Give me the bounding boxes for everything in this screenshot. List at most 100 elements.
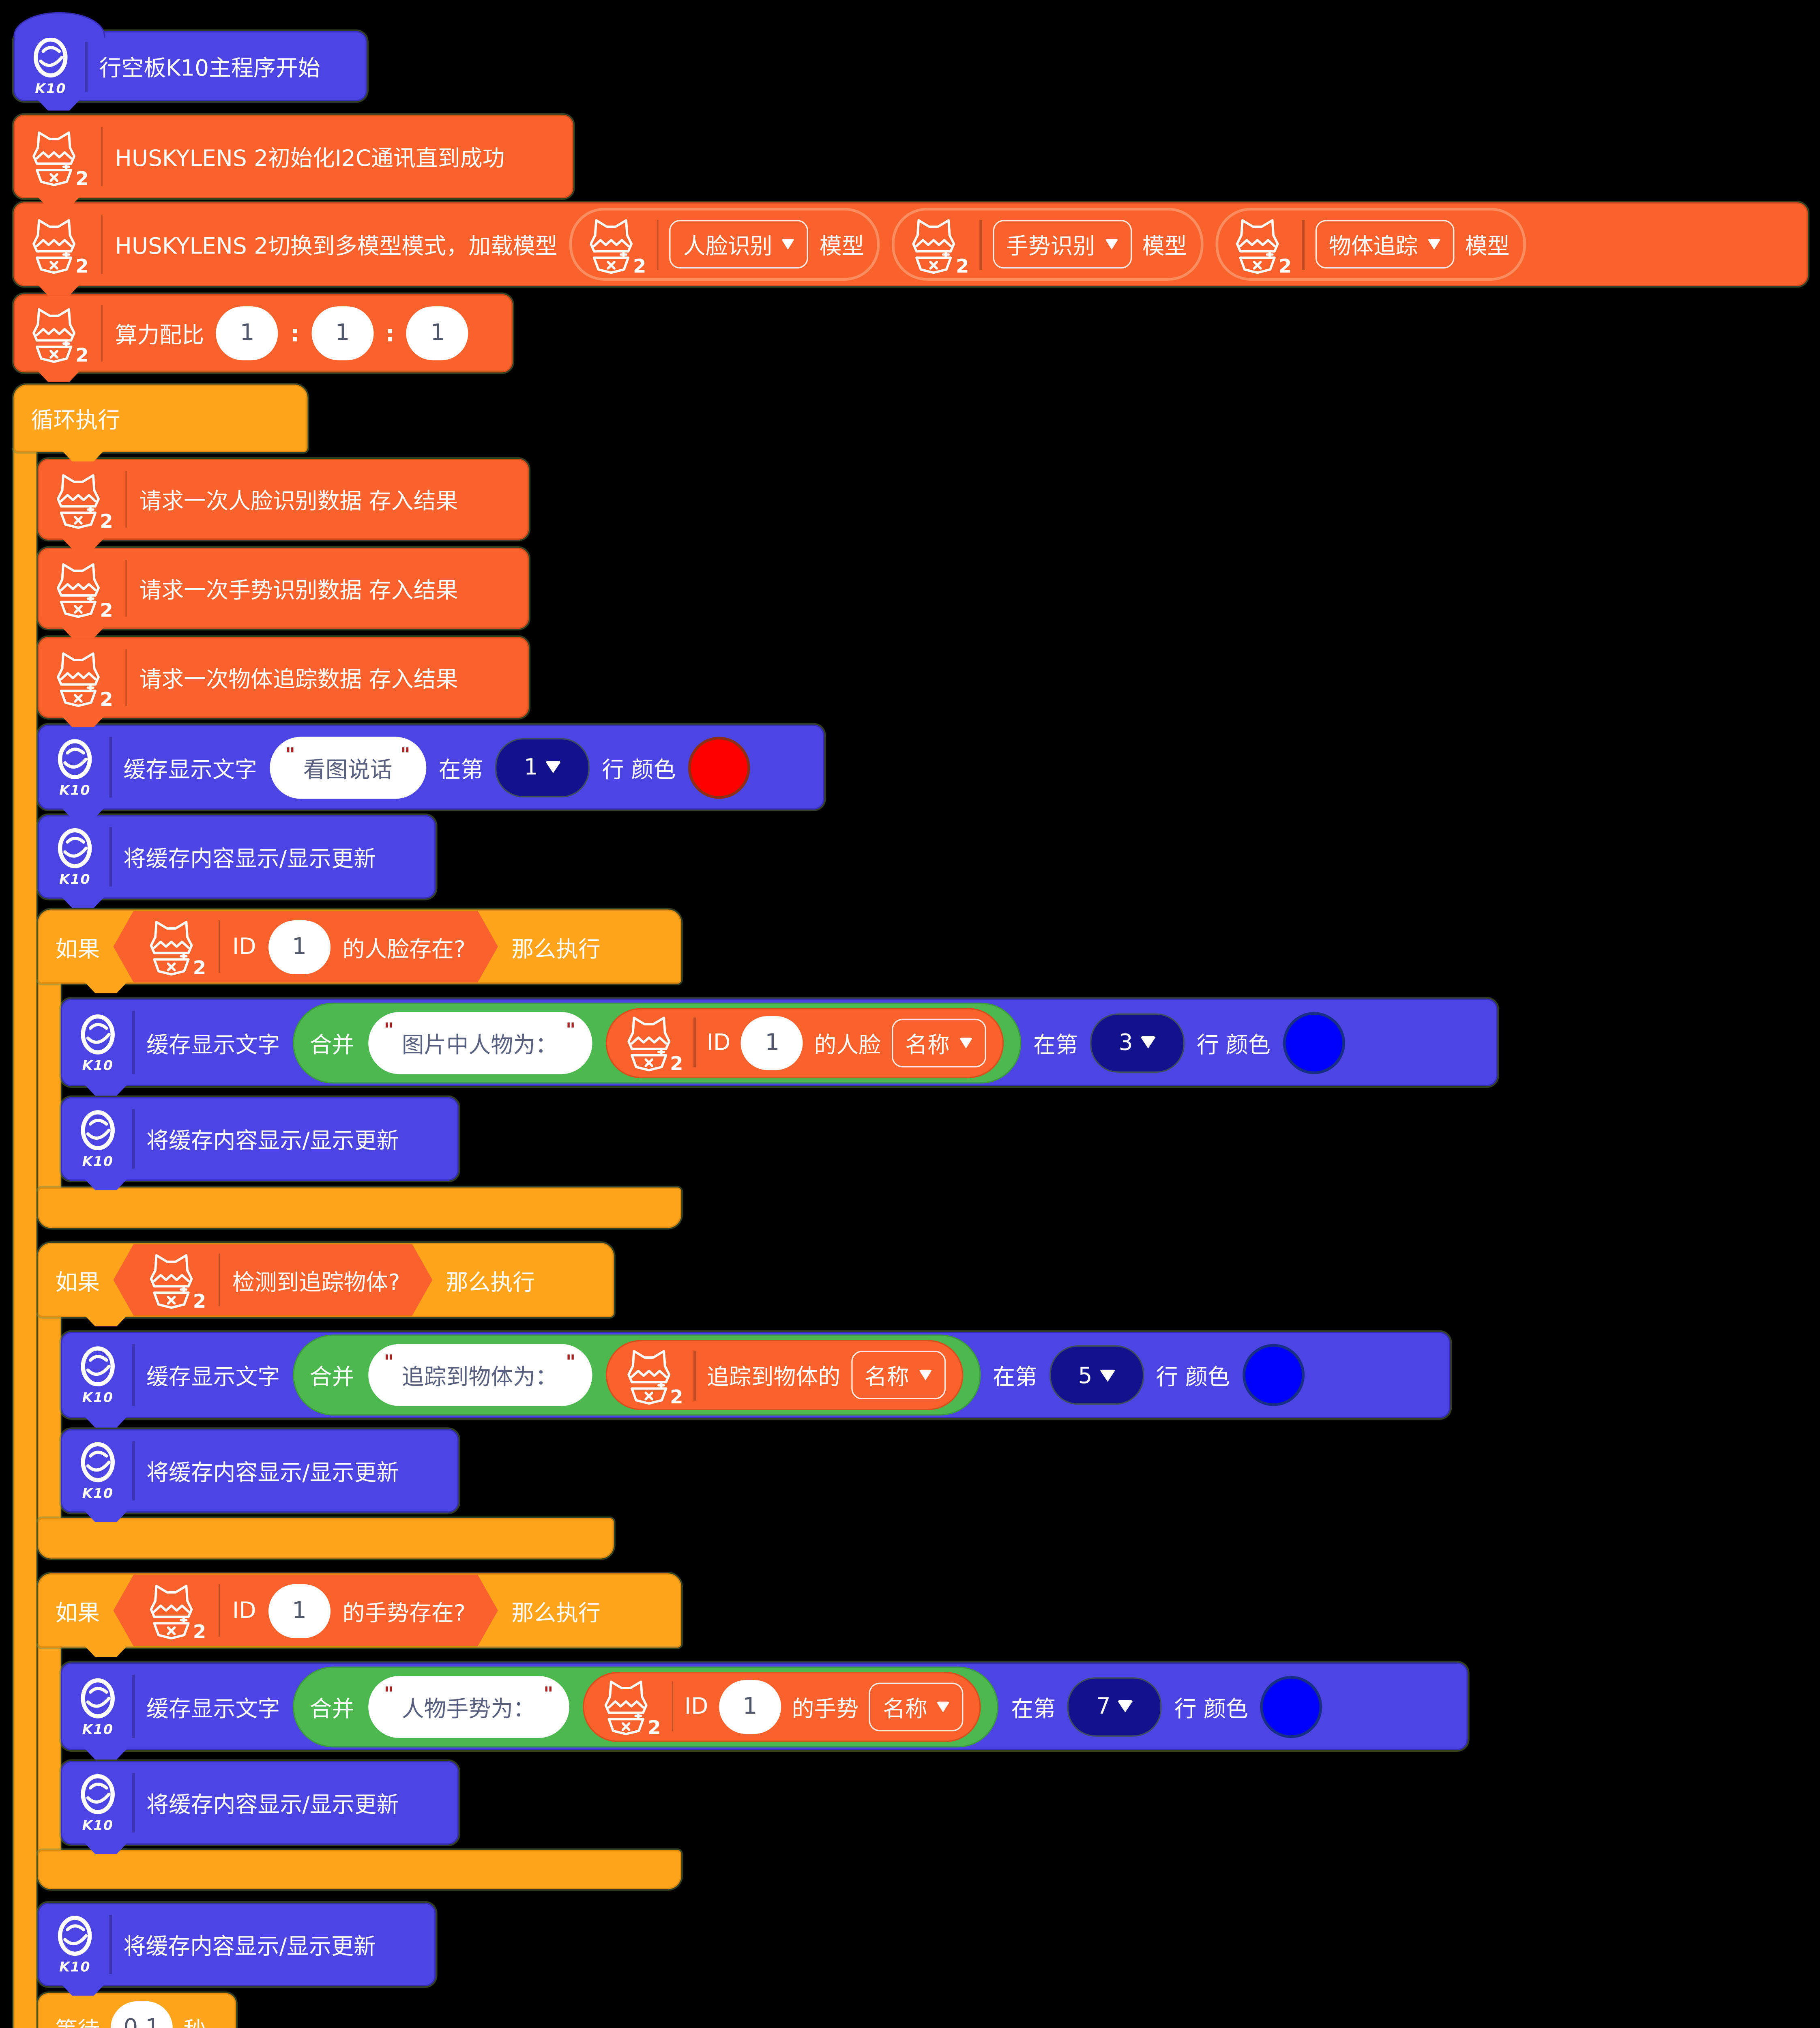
- ratio-input-1[interactable]: 1: [216, 306, 279, 361]
- refresh-display-block[interactable]: K10 将缓存内容显示/显示更新: [38, 815, 436, 899]
- if-bottom-arm[interactable]: [38, 1518, 614, 1559]
- model-suffix-label: 模型: [819, 233, 864, 259]
- model-dropdown-value: 手势识别: [1006, 233, 1095, 259]
- if-gesture-exists-header[interactable]: 如果 2 ID 1 的手势存在? 那么执行: [38, 1573, 682, 1648]
- compute-ratio-block[interactable]: 2 算力配比 1 : 1 : 1: [13, 294, 513, 373]
- k10-main-program-hat-block[interactable]: K10 行空板K10主程序开始: [13, 12, 367, 101]
- huskylens-icon: 2: [53, 559, 113, 620]
- chevron-down-icon: [781, 238, 796, 250]
- huskylens-fox-icon: [601, 1677, 652, 1736]
- display-gesture-name-block[interactable]: K10 缓存显示文字 合并 "人物手势为：" 2 ID 1 的手势 名称 在第 …: [60, 1662, 1468, 1750]
- model-dropdown-tracking[interactable]: 物体追踪: [1315, 220, 1455, 269]
- request-tracking-data-block[interactable]: 2 请求一次物体追踪数据 存入结果: [38, 637, 529, 718]
- huskylens-multimodel-block[interactable]: 2 HUSKYLENS 2切换到多模型模式，加载模型 2 人脸识别 模型 2 手…: [13, 202, 1808, 286]
- if-bottom-arm[interactable]: [38, 1850, 682, 1889]
- tracked-object-condition-block[interactable]: 2 检测到追踪物体?: [113, 1244, 432, 1315]
- display-text-block-title[interactable]: K10 缓存显示文字 "看图说话" 在第 1 行 颜色: [38, 724, 824, 810]
- gesture-name-reporter-block[interactable]: 2 ID 1 的手势 名称: [583, 1671, 982, 1742]
- row-number-dropdown[interactable]: 3: [1090, 1012, 1185, 1072]
- refresh-display-block[interactable]: K10 将缓存内容显示/显示更新: [38, 1902, 436, 1987]
- if-spine[interactable]: [38, 981, 61, 1190]
- id-input[interactable]: 1: [268, 1583, 330, 1637]
- text-input[interactable]: "追踪到物体为：": [367, 1344, 592, 1406]
- refresh-display-block[interactable]: K10 将缓存内容显示/显示更新: [60, 1761, 459, 1845]
- wait-label: 等待: [55, 2011, 100, 2028]
- quote-mark: ": [285, 744, 295, 766]
- id-input[interactable]: 1: [268, 919, 330, 973]
- color-swatch-blue[interactable]: [1242, 1344, 1304, 1406]
- model-slot-face[interactable]: 2 人脸识别 模型: [569, 208, 880, 281]
- refresh-display-block[interactable]: K10 将缓存内容显示/显示更新: [60, 1429, 459, 1513]
- attribute-dropdown[interactable]: 名称: [851, 1351, 946, 1399]
- color-swatch-blue[interactable]: [1282, 1011, 1345, 1074]
- wait-block[interactable]: 等待 0.1 秒: [38, 1993, 236, 2028]
- hat-block-label: 行空板K10主程序开始: [99, 55, 320, 81]
- color-swatch-red[interactable]: [688, 736, 750, 798]
- if-bottom-arm[interactable]: [38, 1187, 682, 1228]
- loop-spine[interactable]: [13, 449, 36, 2028]
- forever-loop-header[interactable]: 循环执行: [13, 385, 308, 452]
- huskylens-fox-icon: [53, 649, 104, 707]
- model-dropdown-gesture[interactable]: 手势识别: [992, 220, 1132, 269]
- condition-label: 检测到追踪物体?: [232, 1269, 400, 1295]
- row-number-dropdown[interactable]: 1: [495, 737, 590, 797]
- row-number-dropdown[interactable]: 5: [1049, 1345, 1144, 1405]
- join-operator-block[interactable]: 合并 "人物手势为：" 2 ID 1 的手势 名称: [292, 1666, 999, 1747]
- face-exists-condition-block[interactable]: 2 ID 1 的人脸存在?: [113, 911, 498, 982]
- text-input[interactable]: "看图说话": [269, 736, 427, 798]
- model-slot-tracking[interactable]: 2 物体追踪 模型: [1215, 208, 1526, 281]
- model-dropdown-value: 物体追踪: [1329, 233, 1418, 259]
- quote-mark: ": [384, 1019, 394, 1041]
- huskylens-icon: 2: [146, 1251, 206, 1309]
- join-operator-block[interactable]: 合并 "图片中人物为：" 2 ID 1 的人脸 名称: [292, 1002, 1022, 1083]
- k10-caption: K10: [59, 1960, 91, 1976]
- huskylens-init-i2c-block[interactable]: 2 HUSKYLENS 2初始化I2C通讯直到成功: [13, 114, 573, 199]
- text-input[interactable]: "图片中人物为：": [367, 1011, 592, 1074]
- text-input[interactable]: "人物手势为：": [367, 1675, 570, 1738]
- gesture-exists-condition-block[interactable]: 2 ID 1 的手势存在?: [113, 1575, 498, 1646]
- loop-label: 循环执行: [31, 407, 120, 433]
- huskylens-fox-icon: [146, 1581, 197, 1639]
- k10-logo-icon: [28, 35, 73, 82]
- tracked-object-name-reporter-block[interactable]: 2 追踪到物体的 名称: [605, 1340, 963, 1410]
- attribute-dropdown[interactable]: 名称: [869, 1682, 964, 1731]
- color-swatch-blue[interactable]: [1260, 1675, 1322, 1738]
- display-face-name-block[interactable]: K10 缓存显示文字 合并 "图片中人物为：" 2 ID 1 的人脸 名称 在第…: [60, 998, 1498, 1087]
- request-gesture-data-block[interactable]: 2 请求一次手势识别数据 存入结果: [38, 548, 529, 629]
- ratio-input-2[interactable]: 1: [311, 306, 374, 361]
- display-tracked-object-block[interactable]: K10 缓存显示文字 合并 "追踪到物体为：" 2 追踪到物体的 名称 在第 5…: [60, 1332, 1451, 1418]
- divider: [132, 1675, 135, 1738]
- divider: [125, 470, 127, 528]
- if-label: 如果: [55, 1600, 100, 1626]
- if-face-exists-header[interactable]: 如果 2 ID 1 的人脸存在? 那么执行: [38, 909, 682, 984]
- chevron-down-icon: [1104, 238, 1118, 250]
- row-number-dropdown[interactable]: 7: [1067, 1676, 1162, 1736]
- ratio-input-3[interactable]: 1: [406, 306, 469, 361]
- refresh-display-block[interactable]: K10 将缓存内容显示/显示更新: [60, 1097, 459, 1181]
- huskylens-fox-icon: [28, 127, 79, 186]
- attribute-dropdown[interactable]: 名称: [891, 1018, 986, 1067]
- wait-seconds-input[interactable]: 0.1: [110, 2000, 173, 2028]
- if-tracked-object-header[interactable]: 如果 2 检测到追踪物体? 那么执行: [38, 1243, 614, 1317]
- chevron-down-icon: [937, 1701, 951, 1712]
- request-face-data-block[interactable]: 2 请求一次人脸识别数据 存入结果: [38, 459, 529, 540]
- model-slot-gesture[interactable]: 2 手势识别 模型: [892, 208, 1203, 281]
- id-input[interactable]: 1: [741, 1015, 803, 1070]
- divider: [980, 219, 982, 269]
- huskylens-gen2-sub: 2: [670, 1054, 683, 1076]
- k10-board-icon: K10: [75, 1344, 120, 1406]
- quote-mark: ": [384, 1683, 394, 1705]
- huskylens-icon: 2: [53, 470, 113, 531]
- if-spine[interactable]: [38, 1314, 61, 1521]
- model-dropdown-face[interactable]: 人脸识别: [670, 220, 809, 269]
- join-operator-block[interactable]: 合并 "追踪到物体为：" 2 追踪到物体的 名称: [292, 1334, 981, 1416]
- if-spine[interactable]: [38, 1645, 61, 1854]
- face-name-reporter-block[interactable]: 2 ID 1 的人脸 名称: [605, 1007, 1004, 1078]
- id-input[interactable]: 1: [719, 1679, 781, 1734]
- k10-logo-icon: [75, 1012, 120, 1059]
- k10-board-icon: K10: [75, 1772, 120, 1834]
- divider: [109, 737, 112, 798]
- huskylens-icon: 2: [53, 649, 113, 709]
- k10-logo-icon: [53, 736, 97, 783]
- display-block-label: 缓存显示文字: [146, 1031, 280, 1057]
